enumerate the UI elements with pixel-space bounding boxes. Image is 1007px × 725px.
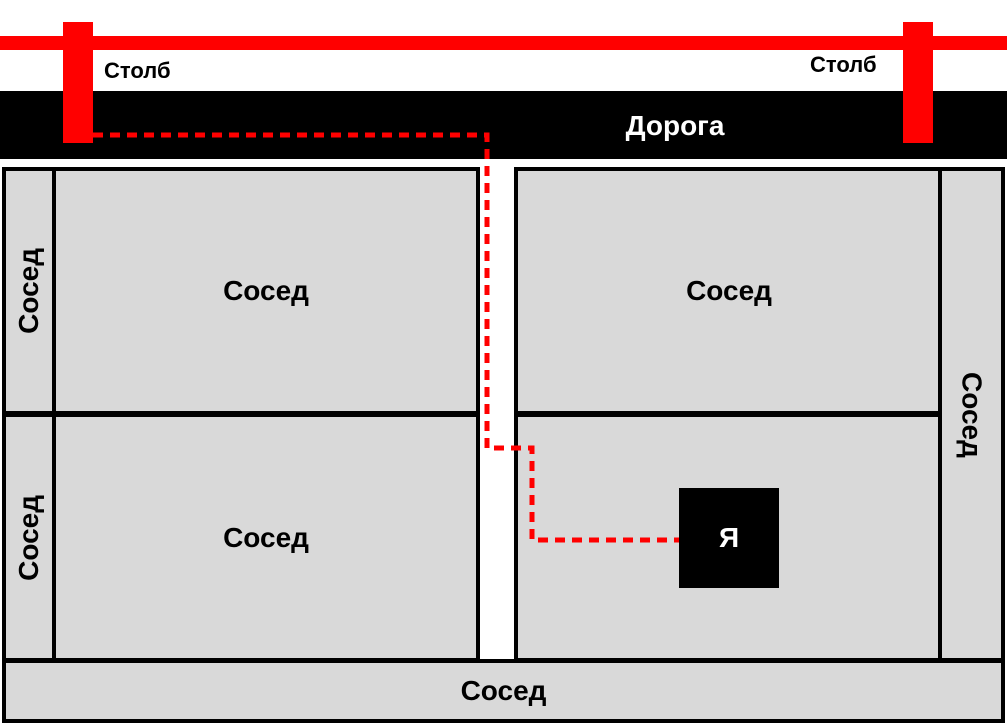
- my-house-label: Я: [718, 522, 740, 553]
- neighbor-top-left: Сосед: [52, 167, 480, 415]
- cable-route-line: [93, 132, 679, 543]
- road-label: Дорога: [625, 110, 725, 141]
- pole-right: [903, 22, 933, 143]
- pole-left-label: Столб: [104, 58, 171, 83]
- neighbor-top-left-label: Сосед: [223, 275, 309, 306]
- neighbor-bottom-strip-label: Сосед: [460, 675, 547, 706]
- road: [0, 91, 1007, 159]
- neighbor-top-right-label: Сосед: [686, 275, 772, 306]
- pole-left: [63, 22, 93, 143]
- pole-right-label: Столб: [810, 52, 877, 77]
- neighbor-bottom-strip: Сосед: [2, 659, 1005, 723]
- my-house: Я: [679, 488, 779, 588]
- neighbor-right-strip-label: Сосед: [956, 371, 988, 458]
- neighbor-right-strip: Сосед: [938, 167, 1005, 662]
- power-line: [0, 36, 1007, 50]
- neighbor-bottom-left-label: Сосед: [223, 521, 309, 553]
- neighbor-bottom-left: Сосед: [52, 413, 480, 662]
